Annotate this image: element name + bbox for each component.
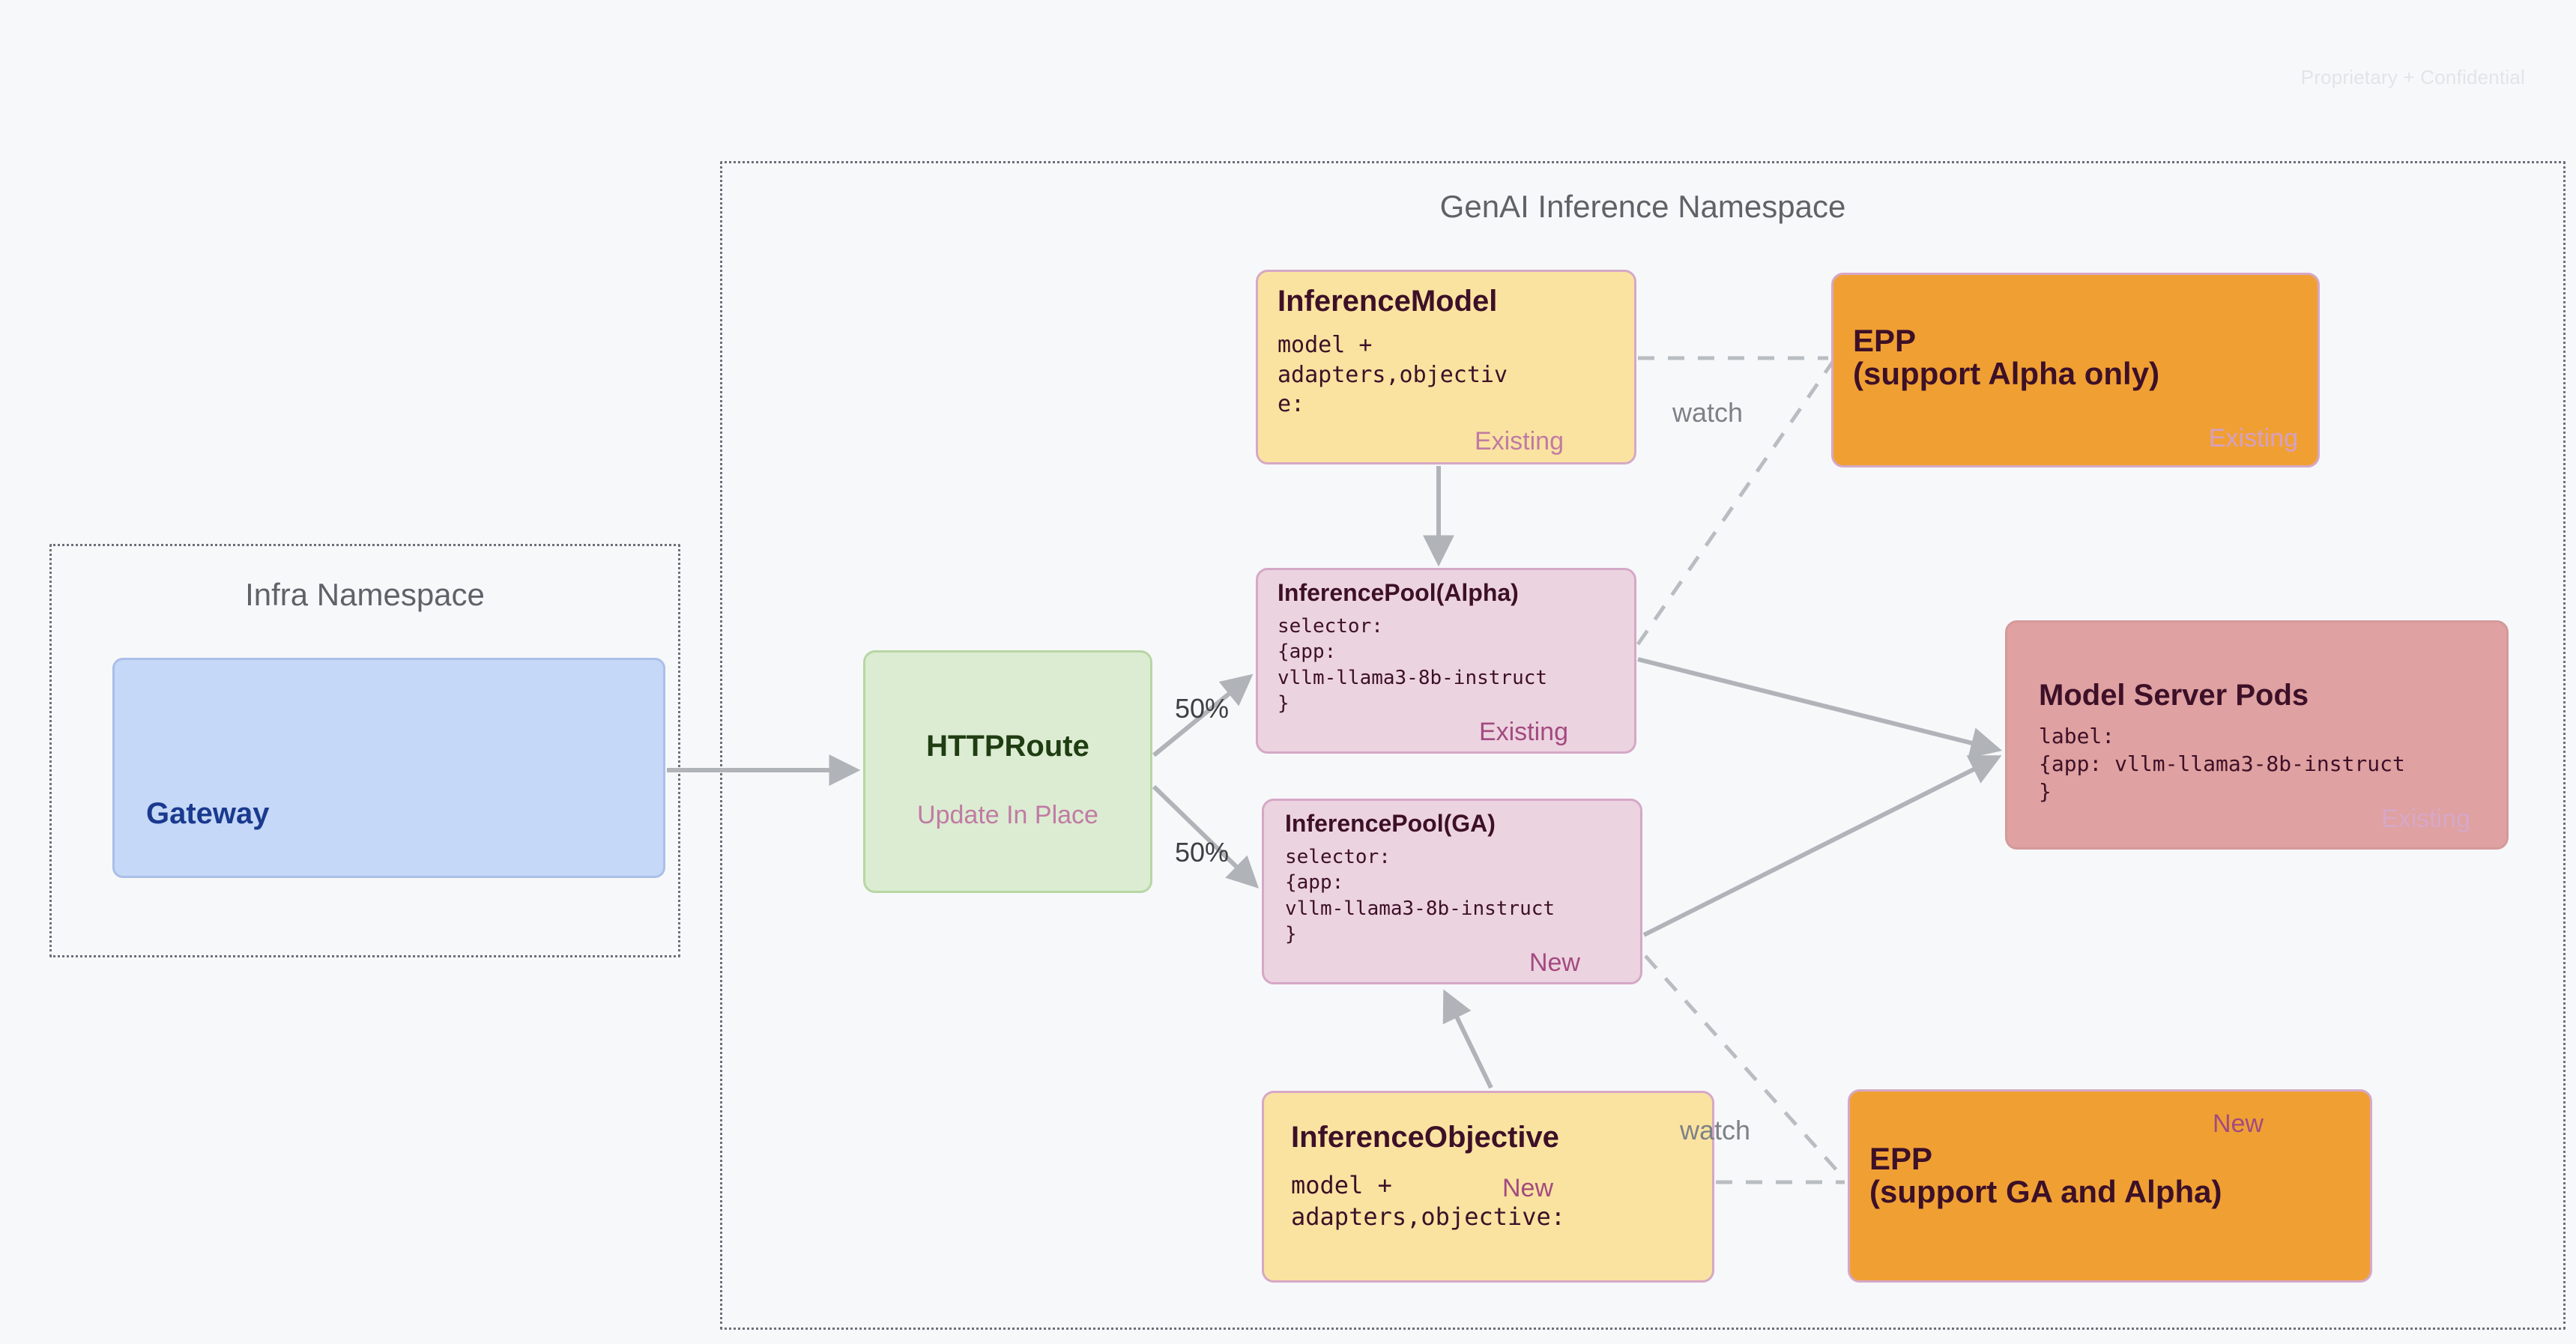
inference-pool-alpha-spec: selector: {app: vllm-llama3-8b-instruct … [1278,615,1548,715]
inference-pool-alpha-label: InferencePool(Alpha) [1278,579,1519,606]
model-server-pods-spec: label: {app: vllm-llama3-8b-instruct } [2039,724,2405,804]
node-gateway[interactable]: Gateway [112,658,665,878]
edge-label-split-bottom: 50% [1175,837,1230,868]
edge-label-split-top: 50% [1175,693,1230,724]
inference-objective-label: InferenceObjective [1291,1121,1559,1154]
inference-model-spec: model + adapters,objectiv e: [1278,332,1508,418]
epp-alpha-badge: Existing [2208,424,2298,452]
confidentiality-watermark: Proprietary + Confidential [2300,66,2525,88]
edge-label-watch-top: watch [1672,397,1744,428]
node-httproute[interactable]: HTTPRoute Update In Place [863,650,1152,893]
gateway-label: Gateway [146,797,270,830]
genai-namespace-container [720,161,2566,1330]
node-inference-pool-alpha[interactable]: InferencePool(Alpha) selector: {app: vll… [1256,568,1636,754]
infra-namespace-container [49,544,680,957]
node-inference-objective[interactable]: InferenceObjective model + adapters,obje… [1262,1091,1714,1283]
genai-namespace-title: GenAI Inference Namespace [1439,189,1846,224]
epp-ga-label: EPP (support GA and Alpha) [1869,1141,2222,1210]
edge-label-watch-bottom: watch [1680,1115,1751,1145]
inference-pool-ga-badge: New [1529,948,1580,977]
inference-pool-alpha-badge: Existing [1478,718,1568,746]
node-epp-ga[interactable]: EPP (support GA and Alpha) New [1848,1089,2372,1283]
node-inference-model[interactable]: InferenceModel model + adapters,objectiv… [1256,270,1636,464]
model-server-pods-badge: Existing [2380,805,2470,833]
httproute-badge: Update In Place [917,801,1098,829]
epp-alpha-label: EPP (support Alpha only) [1853,323,2160,392]
node-model-server-pods[interactable]: Model Server Pods label: {app: vllm-llam… [2005,620,2509,850]
inference-model-badge: Existing [1474,427,1564,455]
httproute-label: HTTPRoute [926,730,1089,763]
infra-namespace-title: Infra Namespace [245,577,485,612]
node-epp-alpha[interactable]: EPP (support Alpha only) Existing [1831,273,2320,467]
node-inference-pool-ga[interactable]: InferencePool(GA) selector: {app: vllm-l… [1262,799,1642,984]
inference-pool-ga-spec: selector: {app: vllm-llama3-8b-instruct … [1285,846,1555,945]
model-server-pods-label: Model Server Pods [2039,679,2309,712]
inference-objective-spec: model + adapters,objective: [1291,1171,1566,1232]
inference-pool-ga-label: InferencePool(GA) [1285,810,1496,837]
inference-objective-badge: New [1502,1174,1554,1202]
inference-model-label: InferenceModel [1278,285,1498,318]
epp-ga-badge: New [2212,1110,2264,1138]
